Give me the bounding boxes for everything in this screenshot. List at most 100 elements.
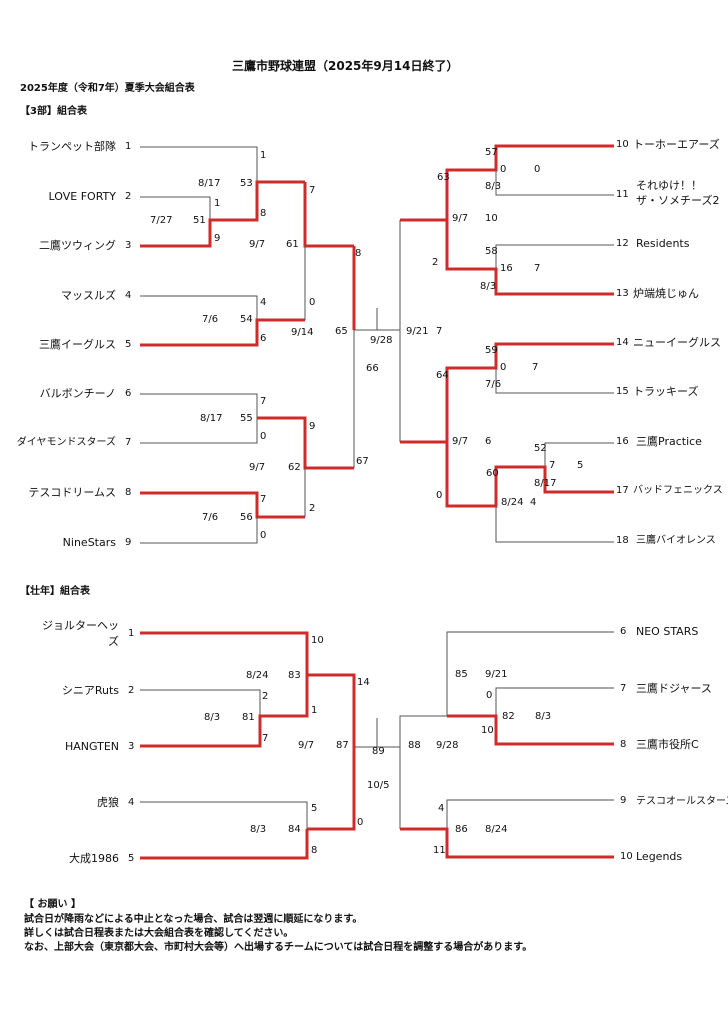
team-6-name: バルボンチーノ [39,387,116,400]
score-b1-s44: 58 [485,246,498,257]
score-b1-s13: 6 [260,333,267,344]
winner-path-39 [400,827,614,859]
team-s1-name-line1: ジョルターヘッ [42,619,119,632]
score-b2-s13: 8 [311,845,318,856]
score-b1-s56: 52 [534,443,547,454]
score-b2-s23: 8/3 [535,711,552,722]
winner-path-20 [445,220,614,296]
team-s10-seed: 10 [620,851,633,862]
winner-path-27 [140,631,356,831]
score-b2-s21: 82 [502,711,515,722]
score-b1-s36: 57 [485,147,498,158]
score-b2-s10: 14 [357,677,370,688]
team-15-seed: 15 [616,386,629,397]
team-s2-name: シニアRuts [61,684,119,697]
score-b2-s5: 1 [311,705,318,716]
score-b1-s53: 9/7 [452,436,469,447]
team-s8-seed: 8 [620,739,627,750]
score-b1-s52: 64 [436,370,449,381]
team-s5-name: 大成1986 [69,852,119,865]
score-b2-s17: 10/5 [367,780,390,791]
notes-line-1: 試合日が降雨などによる中止となった場合、試合は翌週に順延になります。 [24,914,363,925]
score-b1-s20: 55 [240,413,253,424]
score-b1-s39: 0 [534,164,541,175]
team-16-name: 三鷹Practice [636,435,702,448]
winner-path-2 [140,180,305,248]
score-b2-s6: 7 [262,733,269,744]
bracket-line-3 [140,295,258,320]
score-b2-s24: 88 [408,740,421,751]
team-3-seed: 3 [125,240,132,251]
team-7-seed: 7 [125,437,132,448]
winner-path-21 [400,342,614,444]
team-12-seed: 12 [616,238,629,249]
score-b1-s54: 6 [485,436,492,447]
score-b1-s42: 10 [485,213,498,224]
notes-line-3: なお、上部大会（東京都大会、市町村大会等）へ出場するチームについては試合日程を調… [24,942,533,953]
team-9-name: NineStars [62,536,116,549]
team-4-name: マッスルズ [61,289,116,302]
team-s3-seed: 3 [128,741,135,752]
team-14-name: ニューイーグルス [633,336,721,349]
score-b1-s50: 7/6 [485,379,502,390]
team-7-name: ダイヤモンドスターズ [16,437,116,448]
winner-path-29 [140,675,309,748]
bracket-line-28 [140,689,261,716]
team-13-name: 炉端焼じゅん [633,287,699,300]
winner-path-36 [447,714,614,746]
team-2-seed: 2 [125,191,132,202]
score-b1-s8: 7 [309,185,316,196]
team-s10-name: Legends [636,850,683,863]
team-8-seed: 8 [125,487,132,498]
team-13-seed: 13 [616,288,629,299]
score-b1-s47: 7 [534,263,541,274]
document-title: 三鷹市野球連盟（2025年9月14日終了） [232,59,459,73]
score-b1-s4: 8 [260,208,267,219]
team-s6-seed: 6 [620,626,627,637]
score-b2-s8: 87 [336,740,349,751]
team-18-name: 三鷹バイオレンス [636,535,716,546]
bracket-line-18 [495,170,614,196]
score-b1-s2: 53 [240,178,253,189]
score-b2-s29: 8/24 [485,824,508,835]
score-b1-s14: 7/6 [202,314,219,325]
bracket-line-34 [446,631,614,716]
winner-path-24 [445,442,614,508]
score-b2-s2: 8/24 [246,670,269,681]
score-b2-s16: 89 [372,746,385,757]
score-b1-s27: 56 [240,512,253,523]
score-b1-s26: 7 [260,494,267,505]
score-b2-s20: 0 [486,690,493,701]
score-b1-s12: 54 [240,314,253,325]
team-s1-name-line2: ズ [108,635,119,648]
bracket-line-35 [495,687,614,716]
score-b1-s3: 8/17 [198,178,221,189]
team-6-seed: 6 [125,388,132,399]
tournament-subtitle: 2025年度（令和7年）夏季大会組合表 [20,83,195,94]
score-b1-s6: 51 [193,215,206,226]
bracket-line-0 [140,146,258,182]
score-b1-s17: 8 [355,248,362,259]
team-s5-seed: 5 [128,853,135,864]
bracket-line-11 [140,517,258,544]
score-b1-s51: 7 [532,362,539,373]
score-b1-s7: 7/27 [150,215,173,226]
team-11-seed: 11 [616,189,629,200]
score-b1-s0: 1 [260,150,267,161]
score-b1-s16: 9/14 [291,327,314,338]
bracket-line-22 [495,368,614,394]
score-b1-s61: 8/24 [501,497,524,508]
winner-path-4 [140,318,305,347]
team-10-name: トーホーエアーズ [633,138,720,151]
score-b1-s25: 9/7 [249,462,266,473]
team-s4-name: 虎狼 [97,796,119,809]
team-s4-seed: 4 [128,797,135,808]
team-11-name-line2: ザ・ソメチーズ2 [636,194,720,207]
score-b1-s33: 66 [366,363,379,374]
score-b2-s12: 84 [288,824,301,835]
score-b2-s18: 85 [455,669,468,680]
winner-path-10 [140,491,305,519]
score-b2-s19: 9/21 [485,669,508,680]
